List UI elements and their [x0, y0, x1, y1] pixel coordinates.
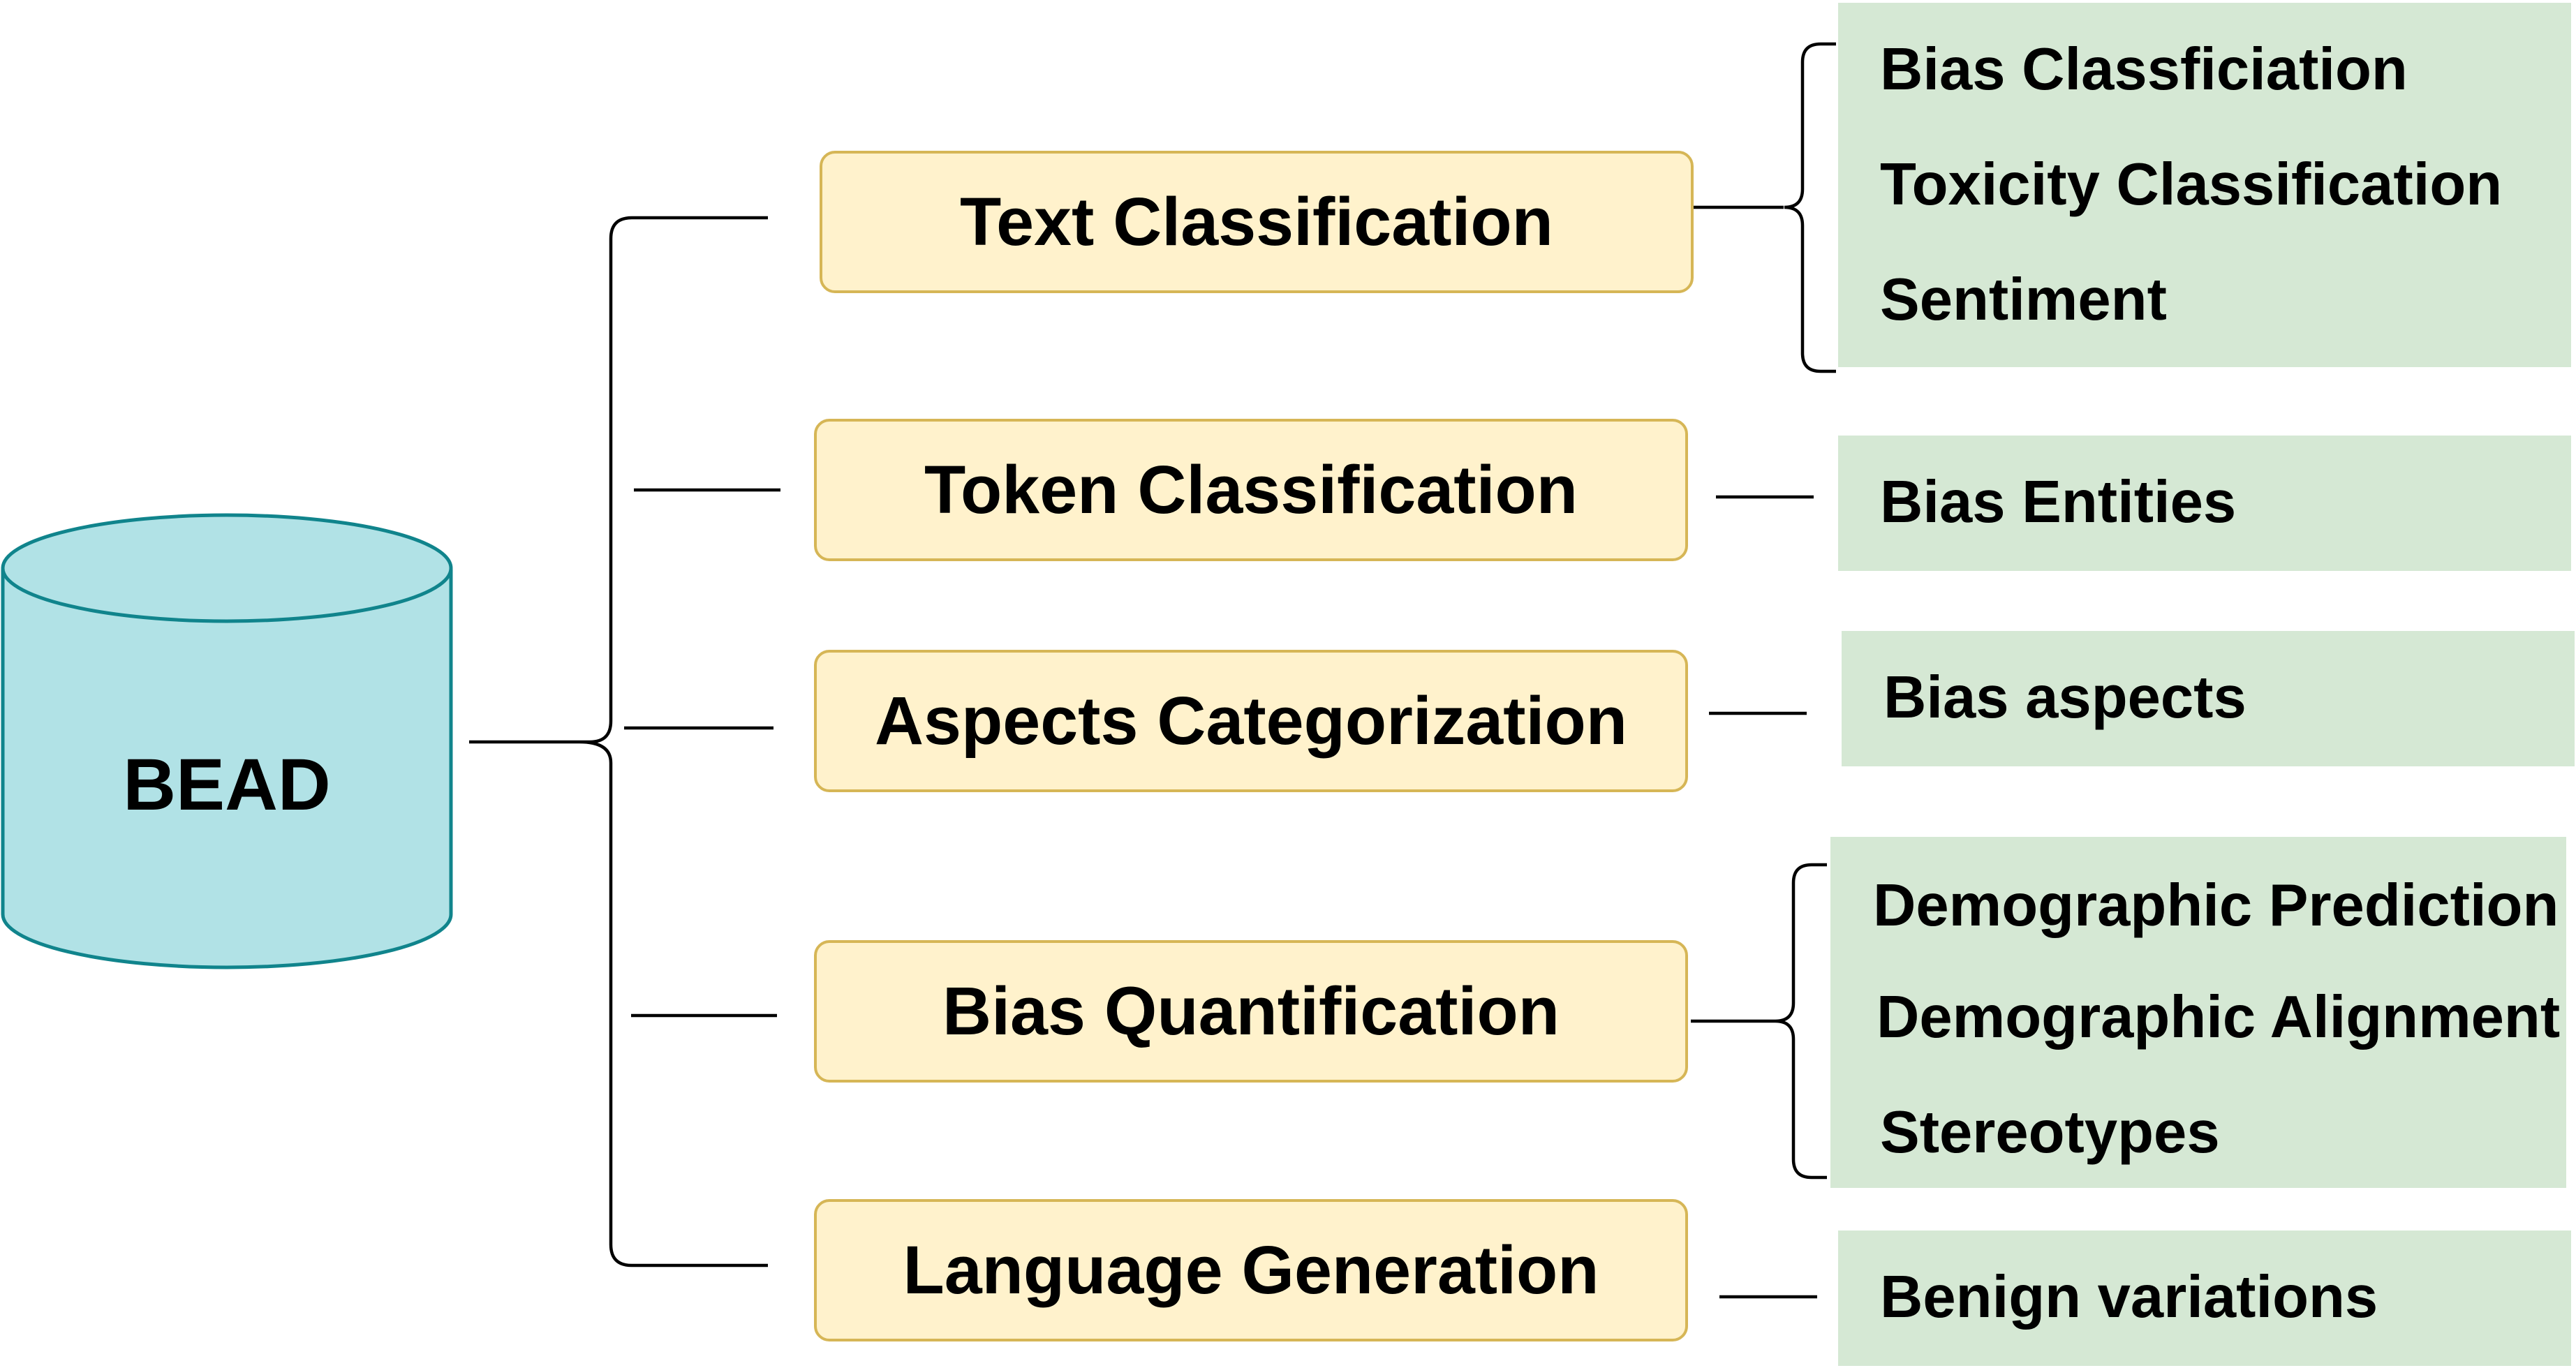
task-label: Text Classification: [960, 184, 1553, 260]
task-label: Aspects Categorization: [875, 683, 1627, 759]
task-label: Bias Quantification: [942, 973, 1560, 1049]
task-language-generation: Language Generation: [814, 1199, 1688, 1341]
outputs-panel-text-classification: [1838, 3, 2571, 367]
outputs-panel-token-classification: [1838, 436, 2571, 571]
task-label: Token Classification: [924, 452, 1578, 528]
task-connectors: [624, 488, 780, 1018]
cylinder-body: [1, 569, 453, 969]
cylinder-top: [1, 513, 453, 623]
task-label: Language Generation: [903, 1232, 1599, 1308]
bias-quant-brace: [1691, 863, 1827, 1180]
output-bias-aspects: Bias aspects: [1883, 664, 2246, 731]
output-demographic-prediction: Demographic Prediction: [1873, 872, 2559, 939]
output-stereotypes: Stereotypes: [1880, 1099, 2220, 1166]
output-sentiment: Sentiment: [1880, 267, 2167, 333]
bead-cylinder: [1, 513, 453, 969]
outputs-panel-language-generation: [1838, 1231, 2571, 1366]
task-bias-quantification: Bias Quantification: [814, 940, 1688, 1083]
root-label: BEAD: [123, 744, 331, 826]
task-aspects-categorization: Aspects Categorization: [814, 650, 1688, 792]
task-token-classification: Token Classification: [814, 419, 1688, 561]
output-demographic-alignment: Demographic Alignment: [1877, 984, 2561, 1050]
output-benign-variations: Benign variations: [1880, 1264, 2378, 1330]
task-text-classification: Text Classification: [820, 151, 1694, 293]
text-class-brace: [1694, 42, 1836, 373]
root-brace: [469, 216, 768, 1267]
outputs-panel-bias-quantification: [1830, 837, 2566, 1188]
output-bias-entities: Bias Entities: [1880, 469, 2237, 535]
output-connectors: [1709, 495, 1817, 1299]
output-toxicity-classification: Toxicity Classification: [1880, 151, 2503, 218]
output-bias-classficiation: Bias Classficiation: [1880, 36, 2408, 103]
outputs-panel-aspects: [1842, 631, 2575, 766]
